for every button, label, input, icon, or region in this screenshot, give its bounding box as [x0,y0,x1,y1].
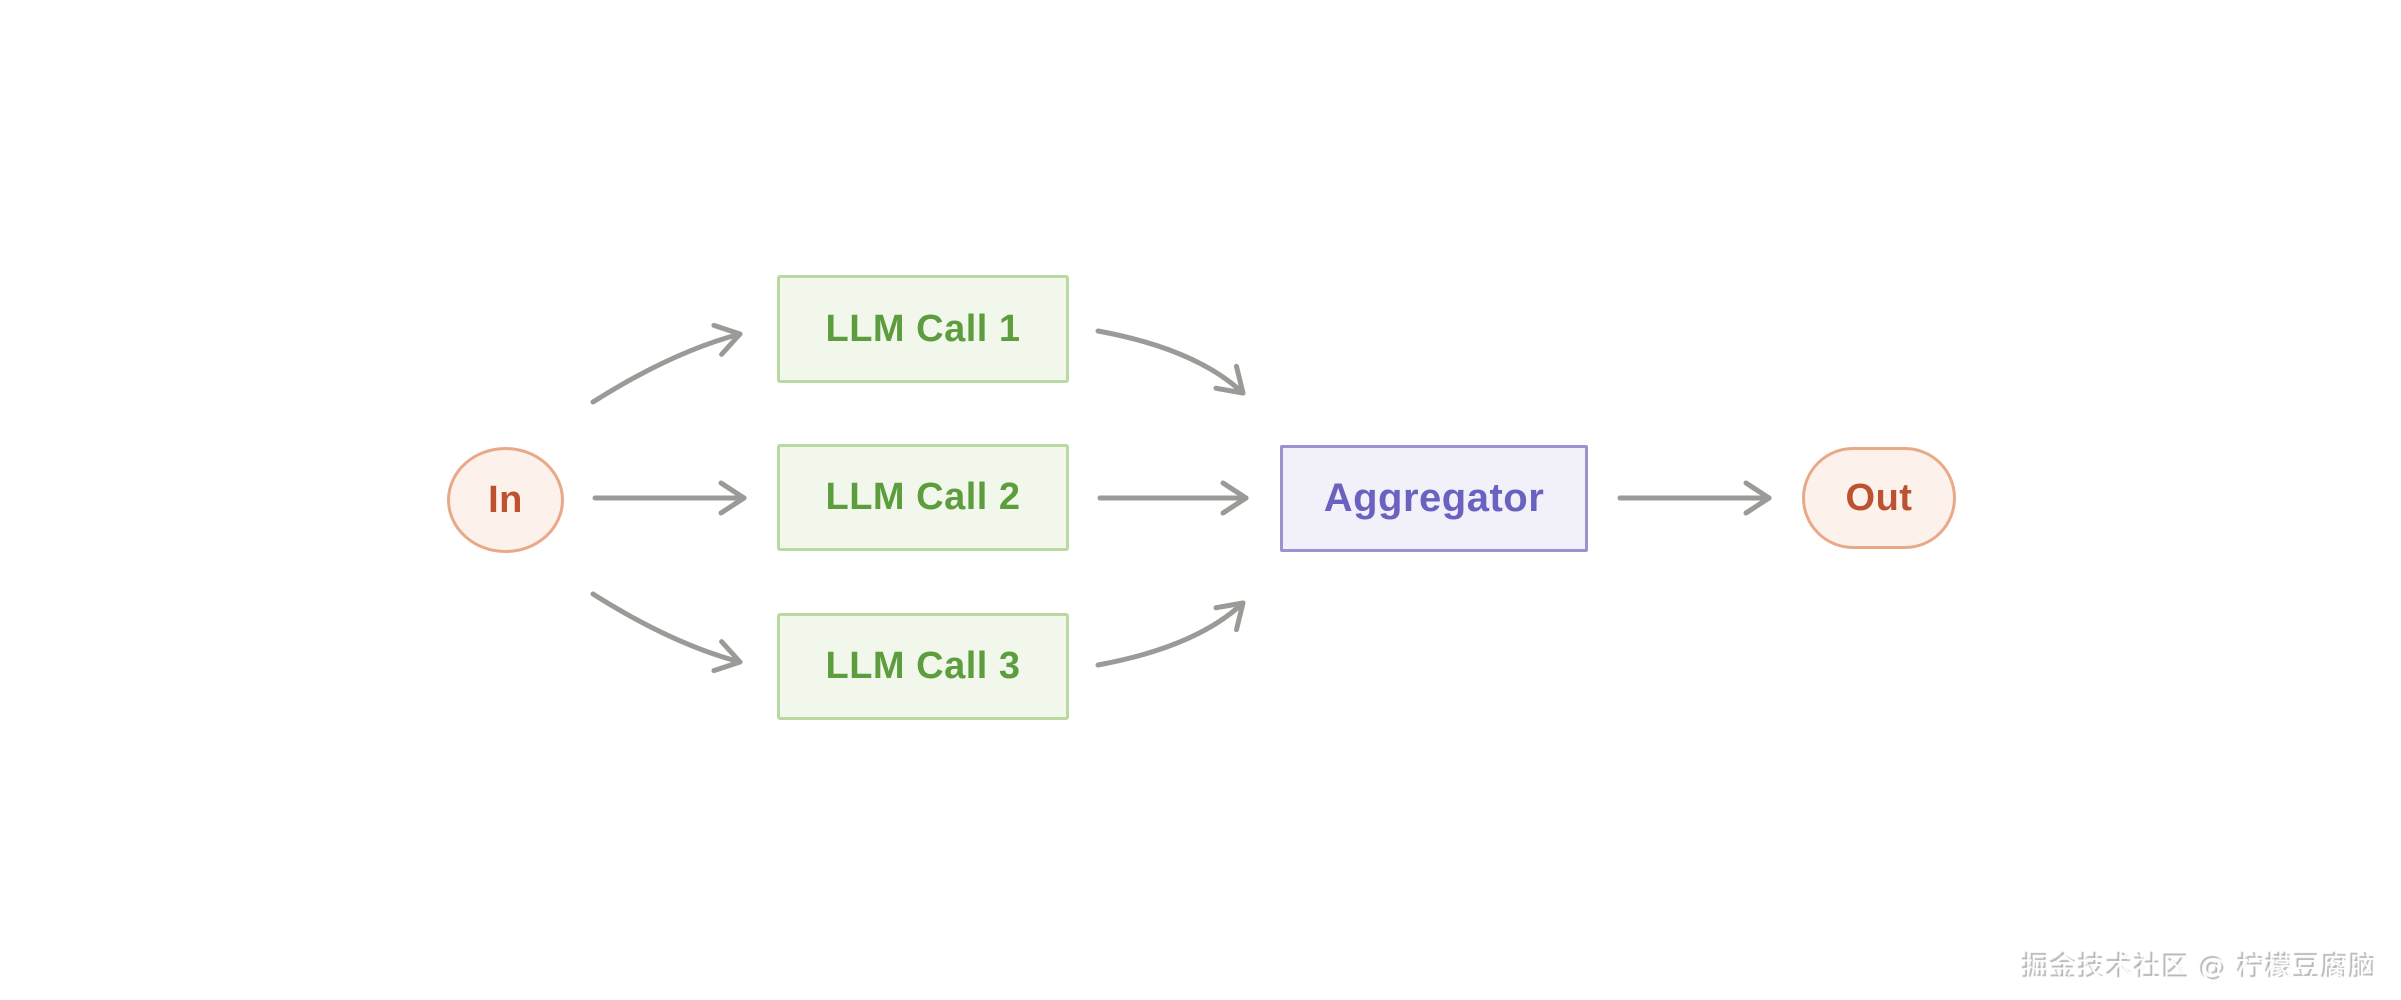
node-llm-call-3-label: LLM Call 3 [825,645,1021,687]
node-in-label: In [488,478,523,521]
node-out-label: Out [1845,476,1913,519]
node-llm-call-3: LLM Call 3 [777,613,1069,720]
arrow-llm-call-1-to-aggregator [1095,328,1246,396]
node-llm-call-1: LLM Call 1 [777,275,1069,383]
arrow-llm-call-3-to-aggregator [1095,600,1246,668]
watermark: 掘金技术社区 @ 柠檬豆腐脑 [2022,953,2378,984]
node-aggregator-label: Aggregator [1323,476,1545,520]
arrow-in-to-llm-call-3 [590,591,743,674]
node-llm-call-1-label: LLM Call 1 [825,307,1021,350]
arrow-in-to-llm-call-1 [590,322,743,405]
node-out: Out [1802,447,1956,549]
node-aggregator: Aggregator [1280,445,1588,552]
node-llm-call-2-label: LLM Call 2 [825,476,1021,518]
node-in: In [447,447,564,553]
node-llm-call-2: LLM Call 2 [777,444,1069,551]
